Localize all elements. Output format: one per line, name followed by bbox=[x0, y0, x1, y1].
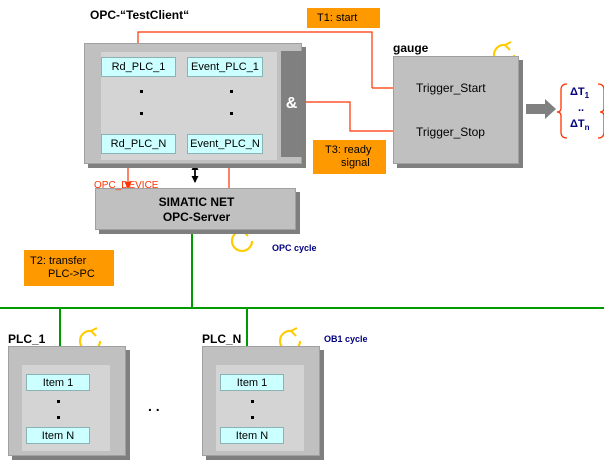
delta-t-dots: .. bbox=[578, 102, 585, 114]
event-plc-last: Event_PLC_N bbox=[187, 134, 263, 154]
event-plc-first: Event_PLC_1 bbox=[187, 57, 263, 77]
rd-plc-first: Rd_PLC_1 bbox=[101, 57, 176, 77]
delta-t-first-symbol: ΔT bbox=[570, 86, 585, 98]
ellipsis-dot bbox=[230, 112, 233, 115]
output-arrow bbox=[526, 99, 556, 119]
ellipsis-dot bbox=[57, 416, 60, 419]
ellipsis-dot bbox=[140, 90, 143, 93]
delta-t-first: ΔT1 bbox=[570, 86, 589, 100]
opc-server-label: SIMATIC NET OPC-Server bbox=[96, 195, 297, 225]
plc-n-title: PLC_N bbox=[202, 332, 242, 346]
delta-t-last-index: n bbox=[584, 123, 590, 133]
gauge-title: gauge bbox=[393, 41, 429, 55]
fieldbus bbox=[0, 230, 604, 346]
t3-label: T3: ready signal bbox=[313, 140, 386, 174]
ellipsis-dot bbox=[251, 416, 254, 419]
opc-server-line1: SIMATIC NET bbox=[158, 195, 235, 209]
plc-1-title: PLC_1 bbox=[8, 332, 46, 346]
plc-1-item-last: Item N bbox=[26, 427, 90, 444]
t2-label: T2: transfer PLC->PC bbox=[24, 250, 114, 286]
opc-cycle-label: OPC cycle bbox=[272, 243, 317, 253]
t2-label-line1: T2: transfer bbox=[30, 255, 87, 267]
t3-label-line2: signal bbox=[341, 157, 370, 169]
plc-ellipsis: . . bbox=[148, 398, 160, 414]
ellipsis-dot bbox=[140, 112, 143, 115]
delta-t-last-symbol: ΔT bbox=[570, 118, 585, 130]
t2-label-line2: PLC->PC bbox=[48, 268, 95, 280]
rd-plc-last: Rd_PLC_N bbox=[101, 134, 176, 154]
gauge-box bbox=[393, 56, 519, 164]
ob1-cycle-label: OB1 cycle bbox=[324, 334, 368, 344]
plc-n-item-first: Item 1 bbox=[220, 374, 284, 391]
t1-label: T1: start bbox=[307, 8, 380, 28]
delta-t-first-index: 1 bbox=[584, 91, 590, 101]
plc-1-item-first: Item 1 bbox=[26, 374, 90, 391]
opc-server: SIMATIC NET OPC-Server bbox=[95, 188, 296, 230]
trigger-start: Trigger_Start bbox=[416, 81, 486, 95]
opc-device-label: OPC_DEVICE bbox=[94, 180, 159, 191]
delta-t-last: ΔTn bbox=[570, 118, 590, 132]
t3-label-line1: T3: ready bbox=[325, 144, 372, 156]
plc-n-item-last: Item N bbox=[220, 427, 284, 444]
and-gate: & bbox=[281, 51, 302, 157]
ellipsis-dot bbox=[230, 90, 233, 93]
ellipsis-dot bbox=[57, 400, 60, 403]
opc-server-line2: OPC-Server bbox=[162, 210, 231, 224]
ellipsis-dot bbox=[251, 400, 254, 403]
trigger-stop: Trigger_Stop bbox=[416, 125, 485, 139]
cycle-icon-opc bbox=[230, 227, 254, 253]
client-title: OPC-“TestClient“ bbox=[90, 8, 190, 22]
